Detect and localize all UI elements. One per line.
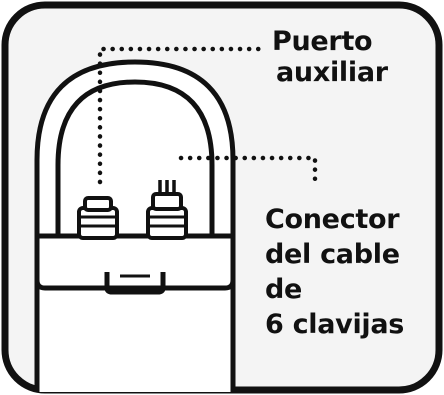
- label-connector: Conector del cable de 6 clavijas: [265, 202, 444, 342]
- leader-connector: [178, 155, 318, 185]
- label-connector-line3: 6 clavijas: [265, 309, 405, 340]
- label-aux-port-line2: auxiliar: [276, 57, 388, 88]
- leader-aux-port: [97, 46, 265, 185]
- label-aux-port-line1: Puerto: [272, 26, 373, 57]
- control-unit: [34, 59, 236, 392]
- label-connector-line2: del cable de: [265, 239, 400, 305]
- label-connector-line1: Conector: [265, 204, 400, 235]
- label-aux-port: Puerto auxiliar: [272, 26, 388, 88]
- aux-port: [77, 196, 119, 240]
- six-pin-connector: [146, 180, 188, 240]
- leader-lines: [97, 46, 318, 185]
